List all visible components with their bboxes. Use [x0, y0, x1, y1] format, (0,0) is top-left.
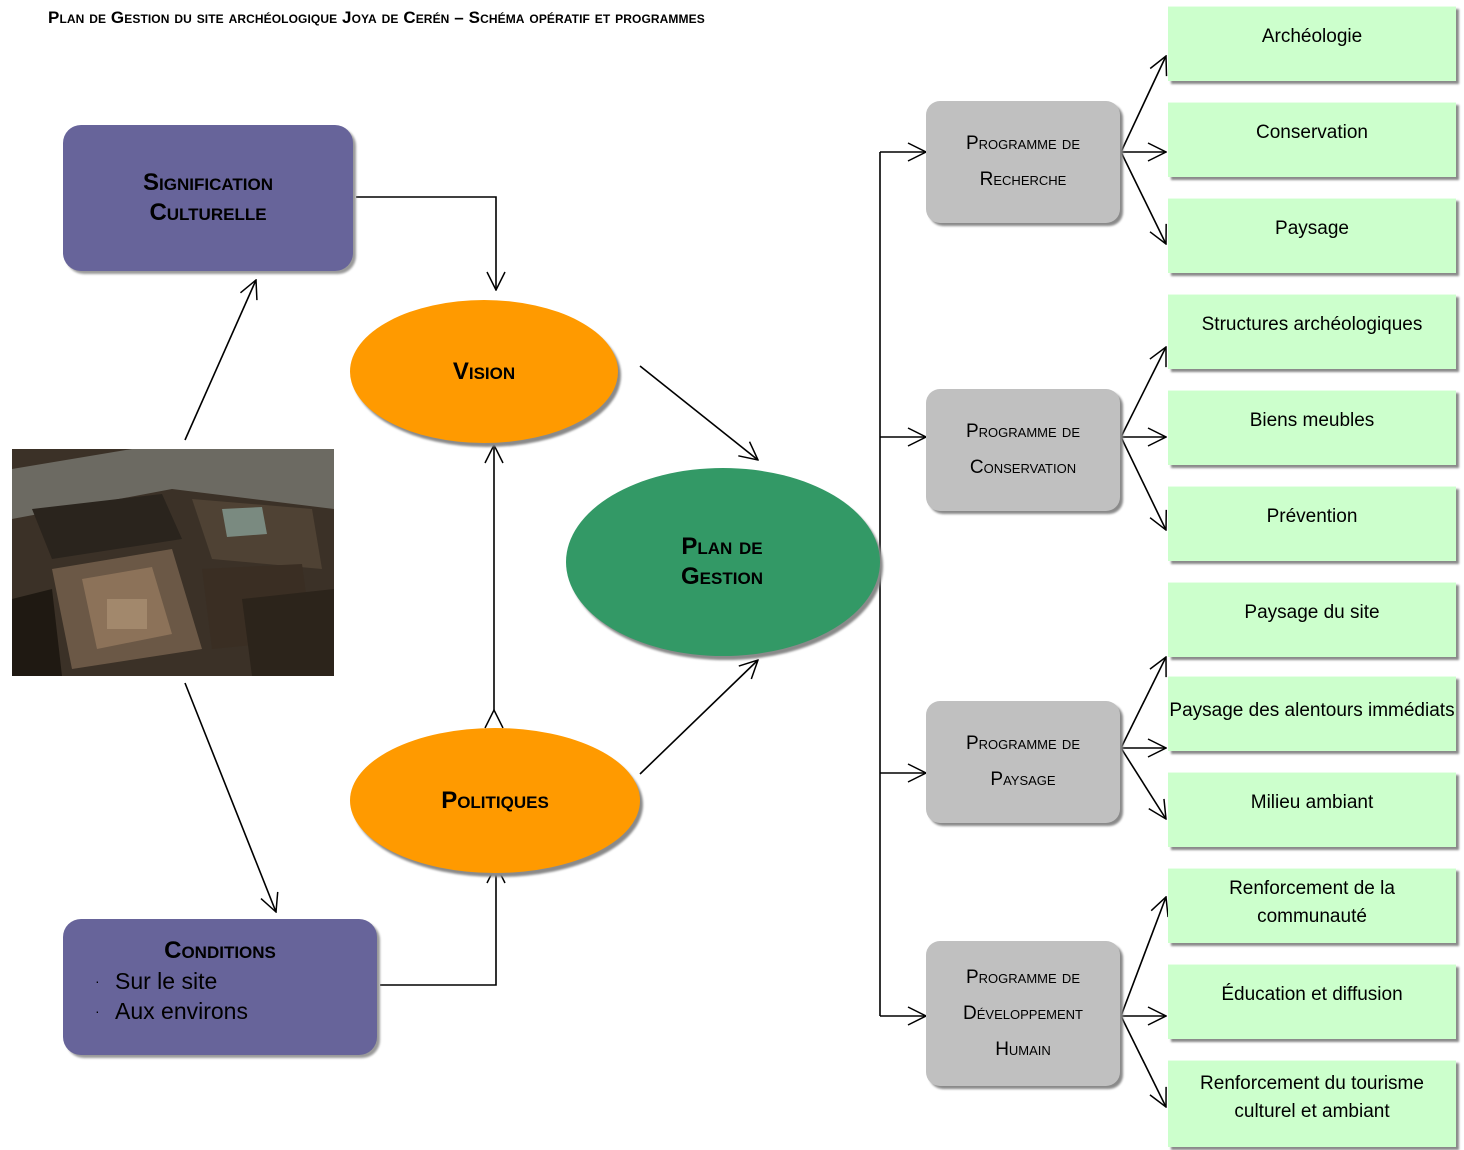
programme-developpement-line2: Développement [963, 1002, 1083, 1024]
programme-conservation-line2: Conservation [969, 457, 1077, 478]
leaf-paysage-alentours-label: Paysage des alentours immédiats [1169, 700, 1455, 721]
leaf-prevention: Prévention [1168, 486, 1456, 561]
leaf-structures-label: Structures archéologiques [1201, 314, 1423, 335]
politiques-label: Politiques [441, 786, 549, 814]
leaf-conservation-label: Conservation [1256, 122, 1368, 143]
signification-line2: Culturelle [149, 199, 267, 226]
archaeological-site-photo [12, 449, 334, 676]
programme-recherche-box: Programme de Recherche [926, 101, 1120, 223]
leaf-paysage-alentours: Paysage des alentours immédiats [1168, 676, 1456, 751]
arrow-vision-plan [639, 365, 758, 460]
plan-line2: Gestion [681, 563, 763, 590]
arrow-photo-signification [184, 280, 256, 441]
programme-paysage-box: Programme de Paysage [926, 701, 1120, 823]
politiques-ellipse: Politiques [350, 728, 640, 873]
arrow-signification-vision [356, 196, 496, 290]
plan-de-gestion-ellipse: Plan de Gestion [566, 468, 880, 656]
leaf-education-diffusion: Éducation et diffusion [1168, 964, 1456, 1039]
programme-developpement-box: Programme de Développement Humain [926, 941, 1120, 1086]
signification-line1: Signification [143, 169, 273, 196]
programme-recherche-line1: Programme de [965, 133, 1080, 154]
leaf-renforcement-communaute-label: Renforcement de la communauté [1229, 878, 1395, 927]
leaf-paysage-du-site-label: Paysage du site [1244, 602, 1380, 623]
arrow-politiques-plan [639, 660, 758, 775]
programme-paysage-line1: Programme de [965, 733, 1080, 754]
plan-line1: Plan de [681, 533, 763, 560]
leaf-biens-meubles-label: Biens meubles [1249, 410, 1375, 431]
leaf-structures-archeologiques: Structures archéologiques [1168, 294, 1456, 369]
vision-label: Vision [452, 357, 516, 385]
leaf-paysage-du-site: Paysage du site [1168, 582, 1456, 657]
programme-conservation-box: Programme de Conservation [926, 389, 1120, 511]
leaf-paysage: Paysage [1168, 198, 1456, 273]
leaf-biens-meubles: Biens meubles [1168, 390, 1456, 465]
leaf-milieu-ambiant-label: Milieu ambiant [1250, 792, 1374, 813]
programme-conservation-line1: Programme de [965, 421, 1080, 442]
conditions-item-environs: Aux environs [95, 996, 377, 1026]
arrow-photo-conditions [184, 682, 276, 912]
leaf-paysage-label: Paysage [1275, 218, 1349, 239]
leaf-milieu-ambiant: Milieu ambiant [1168, 772, 1456, 847]
leaf-tourisme-culturel-label: Renforcement du tourisme culturel et amb… [1200, 1073, 1424, 1122]
diagram-title: Plan de Gestion du site archéologique Jo… [48, 8, 705, 27]
signification-culturelle-box: Signification Culturelle [63, 125, 353, 271]
conditions-list: Sur le site Aux environs [93, 966, 377, 1026]
leaf-prevention-label: Prévention [1266, 506, 1358, 527]
programme-recherche-line2: Recherche [979, 169, 1067, 190]
vision-ellipse: Vision [350, 300, 618, 443]
programme-paysage-line2: Paysage [990, 769, 1056, 790]
leaf-conservation: Conservation [1168, 102, 1456, 177]
leaf-archeologie-label: Archéologie [1261, 26, 1363, 47]
leaf-renforcement-communaute: Renforcement de la communauté [1168, 868, 1456, 943]
leaf-education-diffusion-label: Éducation et diffusion [1221, 984, 1403, 1005]
programme-developpement-line3: Humain [995, 1038, 1051, 1060]
conditions-item-site: Sur le site [95, 966, 377, 996]
conditions-title: Conditions [164, 937, 276, 964]
programme-developpement-line1: Programme de [965, 966, 1080, 988]
leaf-tourisme-culturel: Renforcement du tourisme culturel et amb… [1168, 1060, 1456, 1147]
conditions-box: Conditions Sur le site Aux environs [63, 919, 377, 1055]
arrow-conditions-politiques [380, 865, 496, 986]
leaf-archeologie: Archéologie [1168, 6, 1456, 81]
